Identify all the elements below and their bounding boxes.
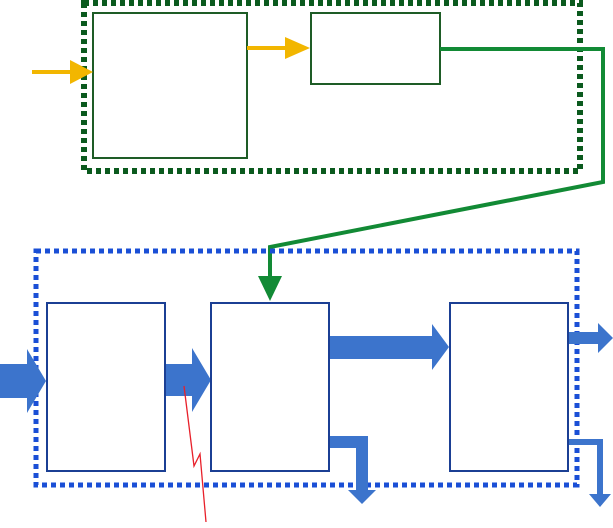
lower-middle-box[interactable] bbox=[210, 302, 330, 472]
lower-link-arrow-1-icon bbox=[165, 348, 211, 412]
lower-right-box[interactable] bbox=[449, 302, 569, 472]
upper-input-arrow-icon bbox=[32, 60, 93, 84]
lower-group bbox=[0, 248, 613, 507]
lower-left-box[interactable] bbox=[46, 302, 166, 472]
lower-output-arrow-down-2-icon bbox=[568, 439, 611, 507]
upper-link-arrow-icon bbox=[247, 37, 310, 59]
upper-left-box[interactable] bbox=[92, 12, 248, 159]
signal-line-icon bbox=[183, 385, 207, 523]
lower-output-arrow-down-1-icon bbox=[329, 436, 376, 504]
lower-output-arrow-right-icon bbox=[568, 323, 613, 353]
upper-group bbox=[32, 0, 583, 174]
upper-group-border bbox=[81, 0, 583, 174]
lower-input-arrow-icon bbox=[0, 349, 46, 413]
upper-right-box[interactable] bbox=[310, 12, 441, 85]
lower-link-arrow-2-icon bbox=[329, 324, 449, 370]
connector-arrow-icon bbox=[258, 47, 605, 301]
